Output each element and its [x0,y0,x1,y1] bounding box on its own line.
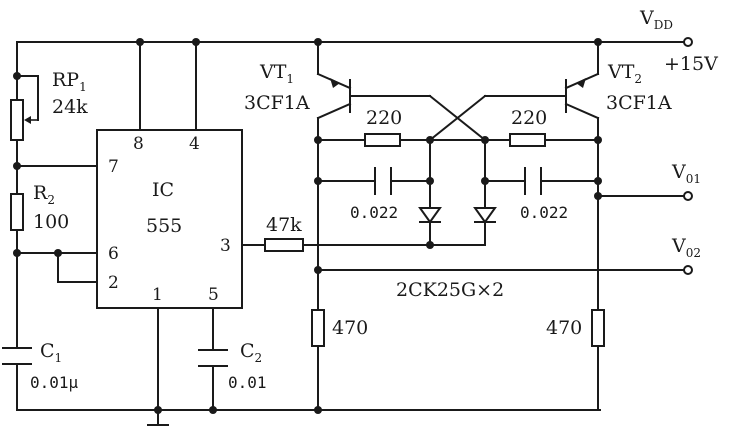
pin-4-label: 4 [189,134,200,154]
r-470-left-label: 470 [332,317,368,339]
c2-capacitor [198,349,228,367]
diode-right [473,207,497,224]
diode-left [418,207,442,224]
pin-8-label: 8 [133,134,144,154]
cap-right-value: 0.022 [520,203,568,222]
vt1-type-label: 3CF1A [244,92,310,114]
r-470-right [591,309,605,347]
pin-5-label: 5 [208,285,219,305]
vt2-type-label: 3CF1A [606,92,672,114]
ic-555-body [96,129,243,309]
r-220-left [364,133,401,147]
rp1-label: RP1 [52,69,87,94]
diodes-label: 2CK25G×2 [396,279,504,301]
r-220-right-label: 220 [511,107,547,129]
vo1-label: V01 [671,161,701,186]
supply-voltage-label: +15V [664,53,718,75]
pin-3-label: 3 [220,236,231,256]
vt2-transistor [428,41,600,411]
cap-0022-right [524,167,542,195]
c1-value: 0.01μ [30,373,79,392]
vt1-label: VT1 [259,61,294,86]
r-470-left [311,309,325,347]
cross-network [317,139,599,246]
c1-capacitor [2,347,32,365]
rp1-resistor [10,99,24,141]
ground-rail [16,409,601,426]
pin-2-label: 2 [108,273,119,293]
pin-1-label: 1 [152,285,163,305]
vdd-label: VDD [639,7,673,32]
r-470-right-label: 470 [546,317,582,339]
ic-name: IC [152,179,174,201]
vt2-label: VT2 [607,61,642,86]
vo1-output-wire [597,191,693,201]
r-47k-label: 47k [266,214,302,236]
ic-part: 555 [146,215,182,237]
r2-label: R2 [33,182,55,207]
vt1-transistor [316,41,487,411]
cap-left-value: 0.022 [350,203,398,222]
supply-rail [16,37,693,47]
junction-dots [13,38,602,414]
r-220-right [509,133,546,147]
pin-7-label: 7 [108,157,119,177]
cap-0022-left [374,167,392,195]
vo2-label: V02 [671,235,701,260]
r-47k-resistor [264,238,304,252]
r2-value: 100 [33,211,69,233]
r-220-left-label: 220 [366,107,402,129]
c2-value: 0.01 [228,373,267,392]
c1-label: C1 [40,340,62,365]
rp1-value: 24k [52,96,88,118]
c2-label: C2 [240,340,262,365]
vo2-output-wire [317,265,693,275]
pin-6-label: 6 [108,244,119,264]
r2-resistor [10,193,24,231]
